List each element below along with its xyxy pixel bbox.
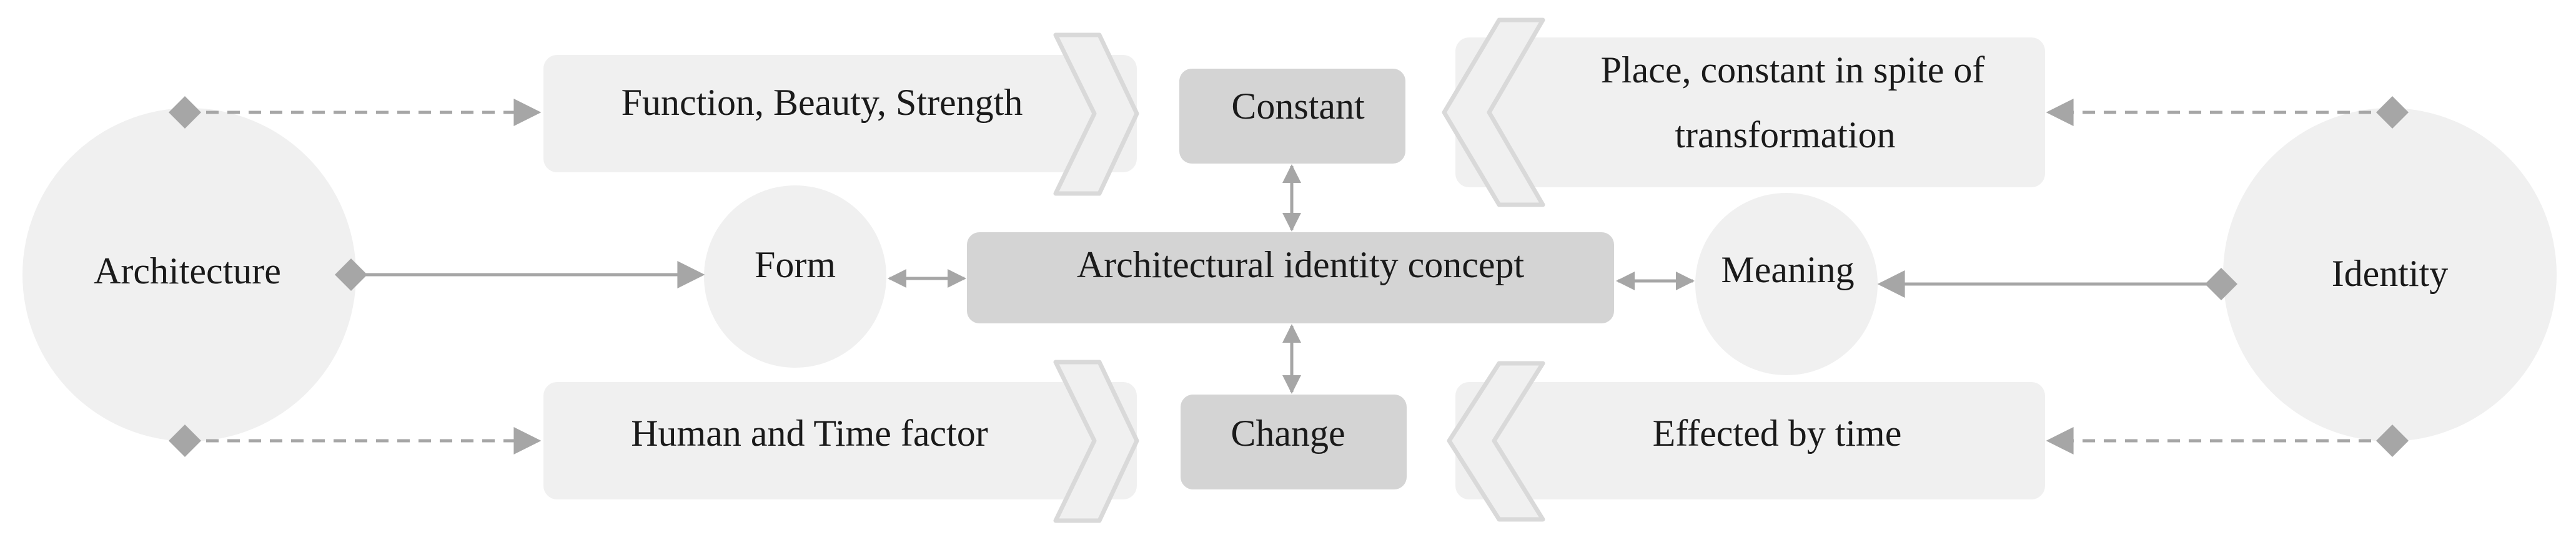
identity-circle	[2223, 108, 2557, 441]
diamond-icon	[2376, 425, 2409, 457]
constant-label: Constant	[1231, 86, 1365, 127]
form-circle	[704, 185, 886, 368]
constant-box	[1179, 69, 1405, 164]
effected-by-time-box	[1455, 382, 2045, 499]
diamond-icon	[2376, 96, 2409, 129]
effected-chevron-icon	[1447, 361, 1545, 522]
place-constant-box	[1455, 37, 2045, 187]
meaning-label: Meaning	[1721, 249, 1854, 290]
place-chevron-icon	[1442, 17, 1545, 207]
function-chevron-icon	[1053, 32, 1139, 196]
effected-by-time-label: Effected by time	[1653, 413, 1902, 454]
function-beauty-strength-box	[543, 55, 1137, 172]
diamond-icon	[169, 96, 201, 129]
meaning-circle	[1695, 193, 1878, 375]
place-label-line2: transformation	[1675, 114, 1895, 155]
change-label: Change	[1231, 413, 1345, 454]
human-time-factor-box	[543, 382, 1137, 499]
identity-label: Identity	[2332, 253, 2449, 294]
diamond-icon	[169, 425, 201, 457]
architecture-label: Architecture	[94, 250, 281, 292]
concept-label: Architectural identity concept	[1077, 244, 1525, 285]
concept-box	[967, 232, 1614, 323]
human-time-chevron-icon	[1053, 360, 1139, 523]
place-label-line1: Place, constant in spite of	[1601, 49, 1985, 91]
diamond-icon	[2205, 268, 2237, 300]
diamond-icon	[335, 258, 367, 291]
change-box	[1181, 395, 1407, 489]
form-label: Form	[755, 244, 836, 285]
function-beauty-strength-label: Function, Beauty, Strength	[622, 82, 1023, 123]
architecture-circle	[22, 108, 356, 441]
human-time-factor-label: Human and Time factor	[631, 413, 988, 454]
